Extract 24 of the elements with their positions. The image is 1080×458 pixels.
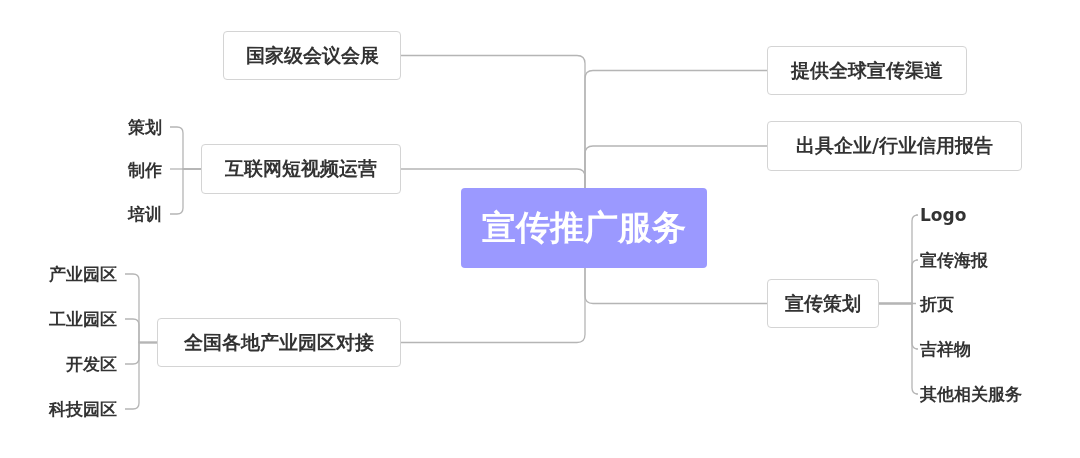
subtopic-text: 策划 (128, 116, 162, 138)
connector-line (584, 267, 768, 305)
connector-line (584, 145, 768, 189)
topic-box: 宣传策划 (767, 279, 879, 328)
central-topic-box: 宣传推广服务 (461, 188, 707, 268)
subtopic-text: 产业园区 (49, 263, 117, 285)
subtopic-text: 吉祥物 (920, 338, 971, 360)
subtopic-text: 工业园区 (49, 308, 117, 330)
subtopic-text: 折页 (920, 293, 954, 315)
subtopic-text: 其他相关服务 (920, 383, 1022, 405)
topic-box: 国家级会议会展 (223, 31, 401, 80)
subtopic-text: 培训 (128, 203, 162, 225)
connector-line (878, 302, 919, 395)
subtopic-text: 开发区 (66, 353, 117, 375)
subtopic-text: 科技园区 (49, 398, 117, 420)
topic-box: 提供全球宣传渠道 (767, 46, 967, 95)
topic-box: 出具企业/行业信用报告 (767, 121, 1022, 171)
subtopic-text: Logo (920, 204, 967, 226)
topic-box: 全国各地产业园区对接 (157, 318, 401, 367)
topic-box: 互联网短视频运营 (201, 144, 401, 194)
subtopic-text: 制作 (128, 159, 162, 181)
subtopic-text: 宣传海报 (920, 249, 988, 271)
connector-line (124, 341, 158, 410)
connector-line (169, 168, 202, 215)
